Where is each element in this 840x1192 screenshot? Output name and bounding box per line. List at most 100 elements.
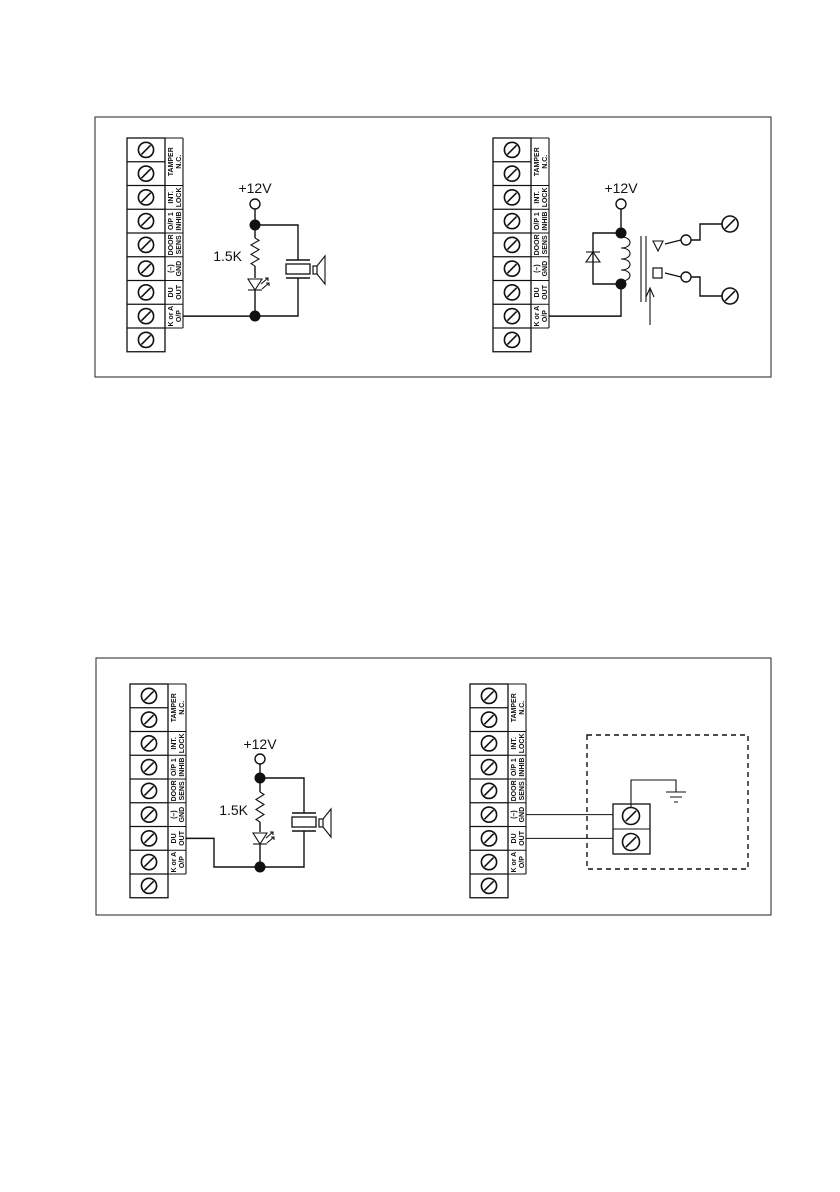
piezo-buzzer-icon bbox=[291, 807, 332, 839]
terminal-label: (–)GND bbox=[168, 261, 183, 277]
contact-node bbox=[680, 234, 692, 246]
terminal-label-line1: TAMPER bbox=[511, 693, 518, 722]
fig1-left-circuit: +12V 1.5K bbox=[183, 180, 326, 322]
screw-icon bbox=[137, 141, 155, 159]
terminal-label: (–)GND bbox=[171, 807, 186, 823]
screw-icon bbox=[140, 853, 158, 871]
screw-icon bbox=[137, 165, 155, 183]
terminal-label: (–)GND bbox=[511, 807, 526, 823]
terminal-label-line2: LOCK bbox=[542, 187, 549, 207]
terminal-label-line2: O/P bbox=[542, 310, 549, 322]
terminal-label-line2: SENS bbox=[519, 781, 526, 800]
relay-contacts bbox=[652, 215, 739, 305]
terminal-label-line2: INHIB bbox=[542, 212, 549, 231]
terminal-label-line2: GND bbox=[542, 261, 549, 277]
screw-icon bbox=[137, 188, 155, 206]
screw-icon bbox=[140, 829, 158, 847]
terminal-label: INT.LOCK bbox=[511, 733, 526, 753]
screw-icon bbox=[137, 283, 155, 301]
external-device-box bbox=[586, 734, 749, 870]
terminal-label-line1: O/P 1 bbox=[534, 212, 541, 230]
screw-icon bbox=[140, 734, 158, 752]
screw-icon bbox=[503, 283, 521, 301]
screw-icon bbox=[503, 236, 521, 254]
terminal-label-line2: OUT bbox=[542, 284, 549, 300]
terminal-label-line1: DOOR bbox=[171, 780, 178, 801]
terminal-label-line1: INT. bbox=[168, 191, 175, 204]
screw-icon bbox=[480, 877, 498, 895]
piezo-buzzer-icon bbox=[285, 254, 326, 286]
terminal-label-line1: K or A bbox=[511, 852, 518, 873]
screw-icon bbox=[137, 307, 155, 325]
led-icon bbox=[251, 831, 275, 846]
terminal-label-line1: TAMPER bbox=[171, 693, 178, 722]
terminal-label-line1: K or A bbox=[171, 852, 178, 873]
screw-icon bbox=[480, 758, 498, 776]
led-icon bbox=[246, 277, 270, 292]
terminal-label-line1: K or A bbox=[168, 306, 175, 327]
screw-icon bbox=[503, 188, 521, 206]
supply-terminal bbox=[249, 198, 261, 210]
resistor-symbol bbox=[254, 791, 266, 823]
resistor-label: 1.5K bbox=[219, 802, 248, 818]
terminal-label-line1: O/P 1 bbox=[511, 758, 518, 776]
screw-icon bbox=[140, 806, 158, 824]
screw-icon bbox=[137, 331, 155, 349]
supply-label: +12V bbox=[243, 736, 277, 752]
screw-icon bbox=[480, 711, 498, 729]
figure-1-frame bbox=[94, 116, 772, 378]
screw-icon bbox=[721, 287, 739, 305]
supply-label: +12V bbox=[238, 180, 272, 196]
screw-icon bbox=[721, 215, 739, 233]
terminal-label: (–)GND bbox=[534, 261, 549, 277]
terminal-label-line2: LOCK bbox=[519, 733, 526, 753]
terminal-label-line2: OUT bbox=[179, 830, 186, 846]
terminal-label-line2: SENS bbox=[542, 235, 549, 254]
terminal-label-line2: O/P bbox=[176, 310, 183, 322]
contact-node bbox=[680, 271, 692, 283]
diode-icon bbox=[584, 251, 602, 263]
resistor-label: 1.5K bbox=[213, 248, 242, 264]
screw-icon bbox=[503, 331, 521, 349]
terminal-label-line2: N.C. bbox=[176, 155, 183, 169]
screw-icon bbox=[621, 832, 641, 852]
terminal-label-line1: INT. bbox=[534, 191, 541, 204]
screw-icon bbox=[137, 236, 155, 254]
terminal-label-line2: OUT bbox=[176, 284, 183, 300]
terminal-label-line2: GND bbox=[179, 807, 186, 823]
terminal-label-line1: DOOR bbox=[168, 234, 175, 255]
screw-icon bbox=[480, 734, 498, 752]
terminal-label-line2: O/P bbox=[179, 856, 186, 868]
screw-icon bbox=[480, 829, 498, 847]
screw-icon bbox=[480, 687, 498, 705]
supply-terminal bbox=[254, 753, 266, 765]
terminal-label-line2: LOCK bbox=[179, 733, 186, 753]
terminal-label-line1: TAMPER bbox=[168, 147, 175, 176]
screw-icon bbox=[503, 260, 521, 278]
terminal-label-line1: K or A bbox=[534, 306, 541, 327]
terminal-label-line2: INHIB bbox=[519, 758, 526, 777]
terminal-label-line2: OUT bbox=[519, 830, 526, 846]
terminal-label-line2: LOCK bbox=[176, 187, 183, 207]
screw-icon bbox=[140, 877, 158, 895]
fig2-right-circuit bbox=[526, 734, 749, 870]
terminal-label-line1: DU bbox=[168, 287, 175, 297]
terminal-label: INT.LOCK bbox=[534, 187, 549, 207]
